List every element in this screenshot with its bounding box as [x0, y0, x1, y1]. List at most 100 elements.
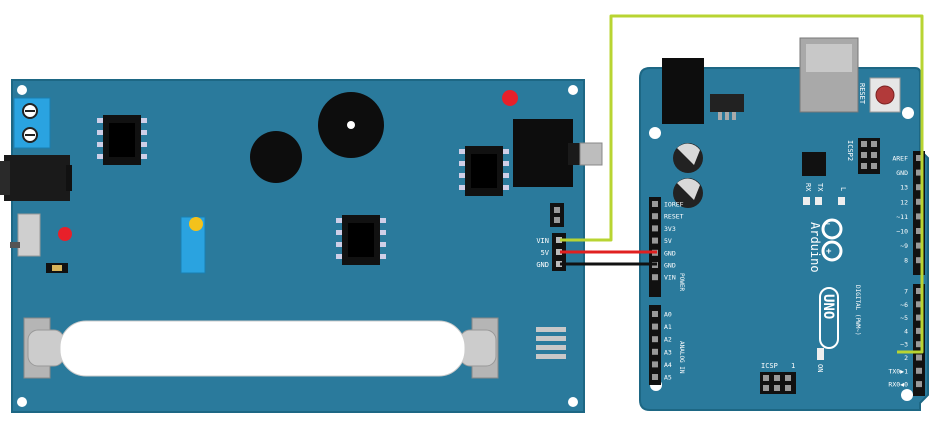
- digital-section-label: DIGITAL (PWM~): [854, 285, 861, 336]
- digital-pin-label: RX0◀0: [888, 381, 908, 389]
- red-led: [58, 227, 72, 241]
- potentiometer: [180, 216, 206, 274]
- analog-pin: [652, 336, 658, 343]
- capacitor: [673, 143, 703, 173]
- power-pin-label: GND: [664, 249, 676, 257]
- digital-pin: [916, 381, 922, 388]
- digital-pin: [916, 367, 922, 374]
- analog-pin-label: A2: [664, 336, 672, 344]
- unused-header: [550, 203, 564, 227]
- power-pin: [652, 213, 658, 220]
- digital-pin: [916, 288, 922, 294]
- digital-pin-label: 12: [900, 198, 908, 206]
- dip-chip: [336, 215, 386, 265]
- small-component: [46, 263, 68, 273]
- reset-label: RESET: [858, 83, 866, 105]
- rx-led: [803, 197, 810, 205]
- rx-label: RX: [804, 183, 812, 192]
- digital-pin-label: 7: [904, 288, 908, 296]
- analog-header: [649, 305, 661, 385]
- icsp-label: ICSP: [761, 362, 778, 370]
- mounting-hole: [901, 389, 913, 401]
- power-pin-label: VIN: [664, 274, 676, 282]
- analog-section-label: ANALOG IN: [678, 341, 685, 374]
- analog-pin: [652, 323, 658, 330]
- digital-pin: [916, 184, 922, 191]
- power-pin-label: 5V: [664, 237, 672, 245]
- mounting-hole: [568, 85, 578, 95]
- analog-pin-label: A1: [664, 323, 672, 331]
- digital-pin-label: ~10: [896, 228, 908, 236]
- uno-text: UNO: [820, 294, 836, 319]
- on-label: ON: [816, 364, 824, 372]
- l-label: L: [839, 187, 847, 191]
- screw-terminal: [13, 97, 51, 149]
- digital-pin: [916, 327, 922, 334]
- reset-button[interactable]: [869, 77, 901, 113]
- digital-pin: [916, 198, 922, 205]
- logo-minus: −: [826, 220, 830, 228]
- digital-pin: [916, 213, 922, 220]
- signal-wire: [560, 14, 924, 354]
- arduino-pcb: [639, 67, 929, 411]
- pin-label-vin: VIN: [536, 237, 549, 245]
- digital-pin-label: ~6: [900, 301, 908, 309]
- arduino-power-jack: [662, 58, 704, 124]
- power-pin: [652, 237, 658, 244]
- power-pin: [652, 225, 658, 232]
- round-component: [250, 131, 302, 183]
- mounting-hole: [17, 397, 27, 407]
- wires: [560, 14, 924, 354]
- digital-pin: [916, 155, 922, 161]
- analog-pin-label: A0: [664, 311, 672, 319]
- digital-pin: [916, 242, 922, 249]
- digital-pin: [916, 314, 922, 321]
- dip-chip: [459, 146, 509, 196]
- power-pin: [652, 274, 658, 281]
- power-pin: [652, 201, 658, 207]
- digital-pin: [916, 169, 922, 176]
- arduino-logo: [821, 218, 843, 262]
- analog-pin: [652, 361, 658, 368]
- on-led: [817, 348, 824, 360]
- sensor-board: VIN 5V GND: [0, 79, 603, 413]
- power-pin-label: GND: [664, 262, 676, 270]
- digital-pin-label: 8: [904, 257, 908, 265]
- mounting-hole: [649, 127, 661, 139]
- icsp2-label: ICSP2: [846, 140, 854, 161]
- power-header: [649, 197, 661, 297]
- digital-pin-label: AREF: [892, 155, 908, 163]
- red-led: [502, 90, 518, 106]
- mounting-hole: [568, 397, 578, 407]
- icsp2-header: [858, 138, 880, 174]
- dc-jack: [0, 155, 72, 201]
- logo-plus: +: [826, 247, 832, 257]
- audio-jack: [513, 119, 603, 187]
- tx-label: TX: [816, 183, 824, 192]
- arduino-brand: Arduino: [808, 222, 822, 273]
- digital-pin-label: 13: [900, 184, 908, 192]
- mounting-hole: [17, 85, 27, 95]
- digital-pin-label: ~9: [900, 242, 908, 250]
- analog-pin-label: A3: [664, 348, 672, 356]
- digital-pin: [916, 257, 922, 264]
- digital-pin-label: ~3: [900, 341, 908, 349]
- digital-pin-label: 2: [904, 354, 908, 362]
- digital-pin: [916, 228, 922, 234]
- power-pin-label: RESET: [664, 213, 684, 221]
- analog-pin: [652, 374, 658, 380]
- analog-pin-label: A4: [664, 361, 672, 369]
- arduino-uno-board: RESET ICSP2 RX TX L − + Ar: [639, 37, 929, 411]
- analog-pin: [652, 348, 658, 355]
- vent-slots: [536, 327, 566, 359]
- uno-logo: UNO: [819, 287, 839, 349]
- slide-switch: [10, 213, 41, 257]
- power-pin-label: IOREF: [664, 201, 684, 209]
- digital-pin: [916, 354, 922, 361]
- analog-pin-label: A5: [664, 374, 672, 382]
- capacitor: [673, 178, 703, 208]
- sensor-pin-header: VIN 5V GND: [536, 233, 566, 271]
- digital-pin-label: 4: [904, 327, 908, 335]
- power-pin-label: 3V3: [664, 225, 676, 233]
